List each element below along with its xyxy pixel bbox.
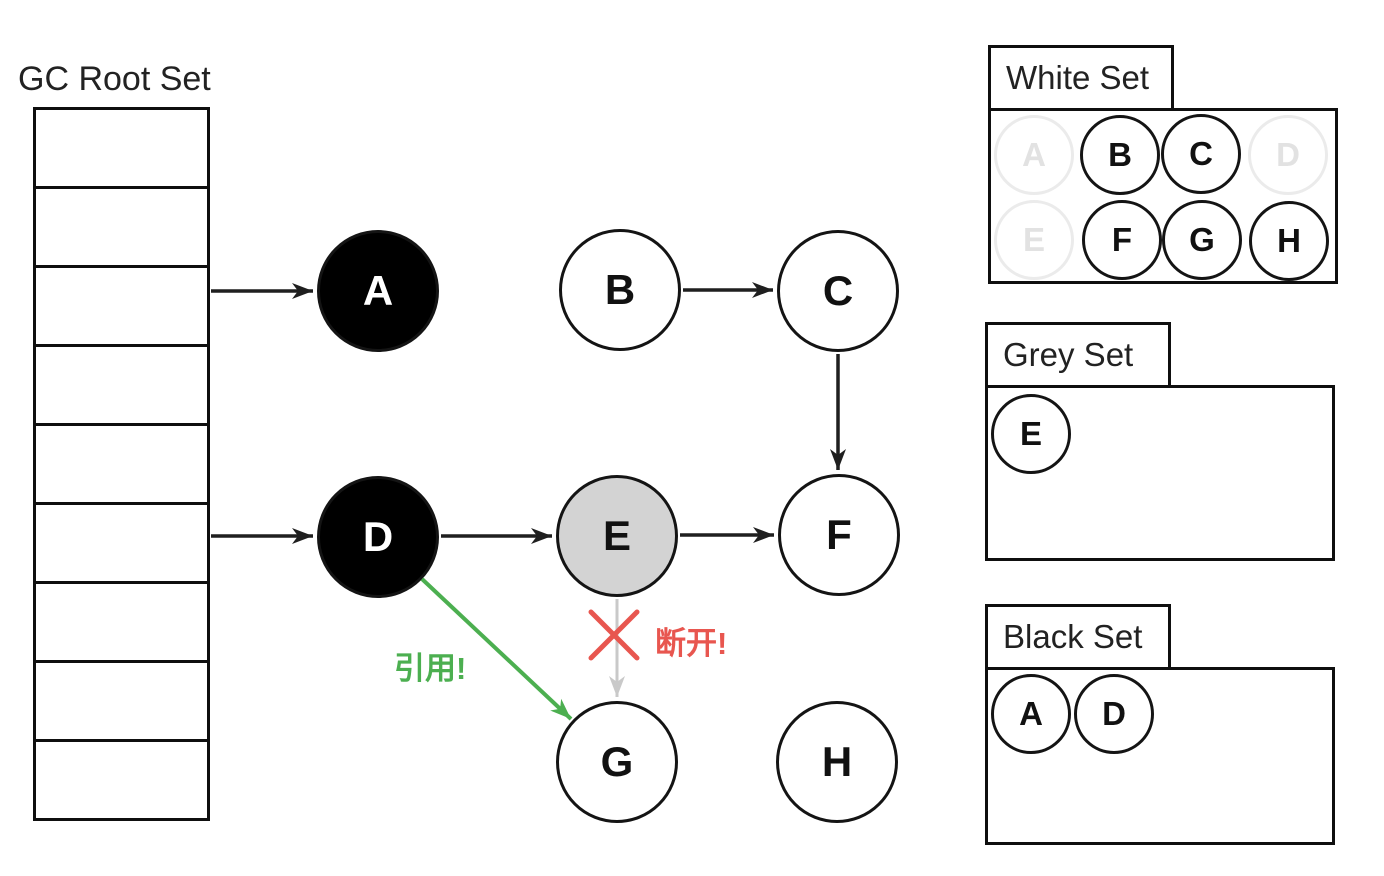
graph-node-d: D: [317, 476, 439, 598]
member-label: D: [1276, 136, 1300, 173]
graph-node-g: G: [556, 701, 678, 823]
member-label: F: [1111, 221, 1133, 258]
set-member-black-set-a: A: [991, 674, 1071, 754]
graph-node-b: B: [559, 229, 681, 351]
member-label: E: [1019, 415, 1042, 452]
gc-root-cell: [36, 663, 207, 742]
gc-root-cell: [36, 742, 207, 818]
graph-node-e: E: [556, 475, 678, 597]
gc-root-cell: [36, 268, 207, 347]
gc-root-cell: [36, 426, 207, 505]
panel-tab-white-set: White Set: [988, 45, 1174, 111]
set-member-white-set-f: F: [1082, 200, 1162, 280]
panel-tab-grey-set: Grey Set: [985, 322, 1171, 388]
set-member-white-set-a: A: [994, 115, 1074, 195]
graph-node-f: F: [778, 474, 900, 596]
panel-title: White Set: [1006, 59, 1150, 96]
node-label: D: [362, 513, 394, 560]
member-label: H: [1277, 222, 1301, 259]
member-label: B: [1108, 136, 1132, 173]
set-member-white-set-b: B: [1080, 115, 1160, 195]
set-member-white-set-c: C: [1161, 114, 1241, 194]
reference-annotation: 引用!: [394, 651, 467, 686]
member-label: E: [1022, 221, 1045, 258]
panel-title: Grey Set: [1003, 336, 1134, 373]
member-label: C: [1189, 135, 1213, 172]
node-label: C: [822, 267, 854, 314]
gc-root-cell: [36, 505, 207, 584]
node-label: B: [604, 266, 636, 313]
gc-root-set-table: [33, 107, 210, 821]
graph-node-h: H: [776, 701, 898, 823]
set-member-white-set-h: H: [1249, 201, 1329, 281]
member-label: G: [1189, 221, 1215, 258]
set-member-white-set-e: E: [994, 200, 1074, 280]
set-member-black-set-d: D: [1074, 674, 1154, 754]
member-label: A: [1019, 695, 1043, 732]
graph-node-a: A: [317, 230, 439, 352]
member-label: A: [1022, 136, 1046, 173]
gc-root-cell: [36, 584, 207, 663]
disconnect-annotation: 断开!: [655, 626, 728, 661]
panel-tab-black-set: Black Set: [985, 604, 1171, 670]
node-label: E: [602, 512, 631, 559]
gc-root-cell: [36, 347, 207, 426]
member-label: D: [1102, 695, 1126, 732]
node-label: H: [821, 738, 853, 785]
node-label: F: [826, 511, 852, 558]
gc-root-set-label: GC Root Set: [18, 60, 211, 98]
node-label: A: [362, 267, 394, 314]
gc-root-cell: [36, 189, 207, 268]
set-member-white-set-g: G: [1162, 200, 1242, 280]
broken-reference-cross-icon: [588, 609, 640, 661]
set-member-white-set-d: D: [1248, 115, 1328, 195]
node-label: G: [600, 738, 634, 785]
graph-node-c: C: [777, 230, 899, 352]
gc-root-cell: [36, 110, 207, 189]
set-member-grey-set-e: E: [991, 394, 1071, 474]
panel-title: Black Set: [1003, 618, 1143, 655]
